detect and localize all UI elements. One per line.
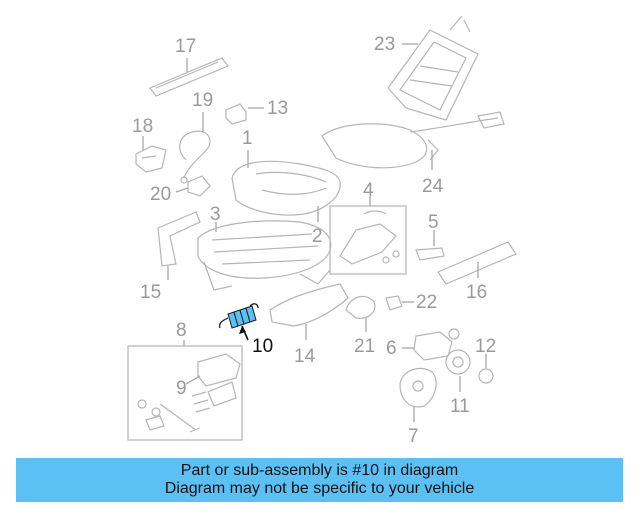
part-15 bbox=[157, 211, 201, 280]
label-17: 17 bbox=[175, 36, 196, 57]
part-1 bbox=[231, 150, 341, 216]
label-3: 3 bbox=[210, 204, 221, 225]
part-9 bbox=[185, 375, 201, 385]
part-18 bbox=[135, 136, 167, 173]
part-3 bbox=[197, 220, 332, 291]
part-20 bbox=[175, 175, 211, 197]
part-21 bbox=[345, 295, 376, 332]
part-19 bbox=[179, 112, 211, 184]
part-24 bbox=[321, 111, 505, 170]
label-21: 21 bbox=[354, 336, 375, 357]
label-12: 12 bbox=[475, 336, 496, 357]
label-6: 6 bbox=[386, 338, 397, 359]
banner-line-1: Part or sub-assembly is #10 in diagram bbox=[180, 462, 459, 479]
part-13 bbox=[225, 103, 264, 125]
label-14: 14 bbox=[294, 346, 316, 367]
banner-line-2: Diagram may not be specific to your vehi… bbox=[164, 480, 475, 497]
label-20: 20 bbox=[150, 184, 171, 205]
label-24: 24 bbox=[422, 176, 444, 197]
part-14 bbox=[269, 283, 349, 340]
part-4 bbox=[329, 196, 407, 275]
label-22: 22 bbox=[416, 292, 437, 313]
label-19: 19 bbox=[192, 90, 213, 111]
part-8 bbox=[127, 340, 243, 441]
label-2: 2 bbox=[312, 226, 323, 247]
part-12 bbox=[478, 354, 494, 384]
label-8: 8 bbox=[176, 320, 187, 341]
label-13: 13 bbox=[267, 98, 288, 119]
label-23: 23 bbox=[374, 34, 395, 55]
part-22 bbox=[385, 295, 414, 311]
part-10-spring bbox=[218, 303, 259, 341]
label-4: 4 bbox=[363, 180, 374, 201]
part-5 bbox=[415, 230, 445, 261]
part-17 bbox=[149, 57, 229, 97]
part-11 bbox=[445, 349, 471, 392]
part-7 bbox=[399, 367, 437, 422]
label-18: 18 bbox=[132, 116, 153, 137]
label-11: 11 bbox=[450, 396, 470, 417]
part-6 bbox=[402, 328, 460, 361]
parts-diagram: 17 19 13 18 20 1 bbox=[127, 15, 517, 447]
label-1: 1 bbox=[242, 128, 253, 149]
label-7: 7 bbox=[408, 426, 419, 447]
info-banner: Part or sub-assembly is #10 in diagram D… bbox=[16, 458, 623, 502]
part-16 bbox=[437, 241, 517, 285]
label-9: 9 bbox=[176, 378, 187, 399]
label-16: 16 bbox=[466, 282, 487, 303]
label-15: 15 bbox=[140, 282, 161, 303]
label-10: 10 bbox=[252, 336, 273, 357]
part-23 bbox=[387, 15, 479, 121]
label-5: 5 bbox=[428, 212, 439, 233]
